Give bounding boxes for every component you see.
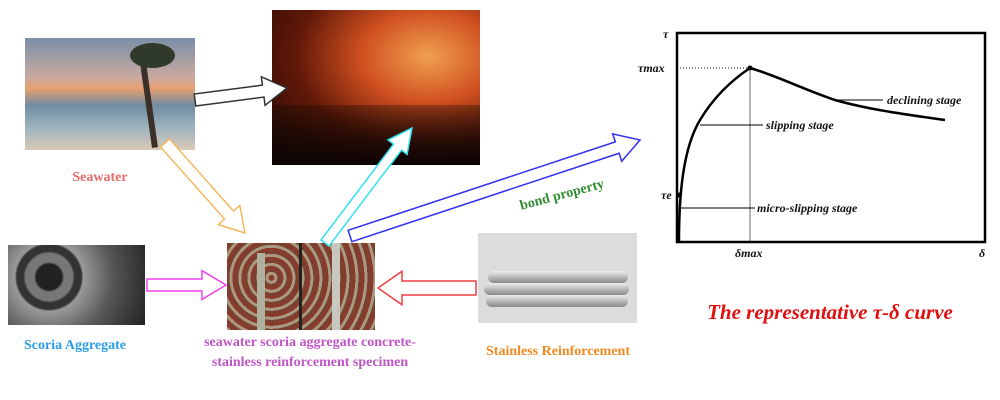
y-axis-label: τ	[663, 27, 669, 41]
stainless-label: Stainless Reinforcement	[486, 344, 630, 359]
peak-point	[747, 65, 753, 71]
tau-e-point	[676, 192, 682, 198]
scoria-aggregate-label: Scoria Aggregate	[24, 338, 126, 353]
delta-max-label: δmax	[735, 246, 762, 260]
stainless-rebar-photo	[478, 233, 637, 323]
chart-frame	[675, 31, 987, 244]
x-axis-label: δ	[979, 246, 985, 260]
specimen-label-line2: stainless reinforcement specimen	[211, 355, 409, 370]
arrow-bond-property	[347, 132, 642, 243]
tau-e-label: τe	[661, 188, 672, 202]
arrow-specimen-to-environment	[319, 126, 414, 248]
curve-title: The representative τ-δ curve	[707, 300, 953, 324]
seawater-beach-photo	[25, 38, 195, 150]
specimen-photo	[227, 243, 375, 330]
tau-delta-chart: micro-slipping stage slipping stage decl…	[638, 27, 987, 260]
arrow-stainless-to-specimen	[376, 269, 477, 307]
micro-slipping-label: micro-slipping stage	[757, 201, 858, 215]
declining-label: declining stage	[887, 93, 962, 107]
arrow-scoria-to-specimen	[146, 269, 228, 301]
tau-max-label: τmax	[638, 61, 665, 75]
seawater-label: Seawater	[72, 170, 128, 185]
slipping-label: slipping stage	[765, 118, 834, 132]
volcano-fire-photo	[272, 10, 480, 165]
arrow-seawater-to-environment	[193, 75, 289, 107]
arrow-seawater-to-specimen	[159, 137, 246, 235]
scoria-sem-photo	[8, 245, 145, 325]
specimen-label-line1: seawater scoria aggregate concrete-	[204, 335, 416, 350]
